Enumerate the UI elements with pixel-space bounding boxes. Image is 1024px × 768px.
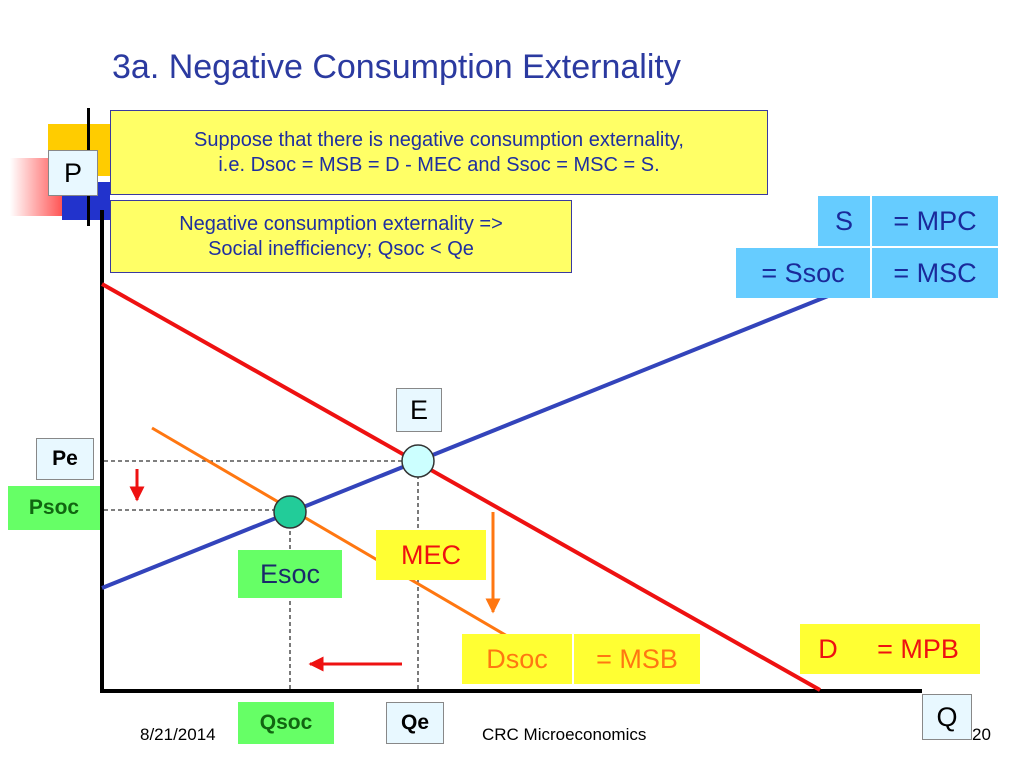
equilibrium-esoc-point xyxy=(273,495,307,529)
note-externality-definition: Suppose that there is negative consumpti… xyxy=(110,110,768,195)
axis-y-label: P xyxy=(48,150,98,196)
note1-line1: Suppose that there is negative consumpti… xyxy=(194,128,684,151)
dsoc-label: Dsoc xyxy=(462,634,572,684)
demand-line xyxy=(101,282,821,692)
supply-label-mpc: = MPC xyxy=(872,196,998,246)
note2-line1: Negative consumption externality => xyxy=(179,212,503,235)
dsoc-line xyxy=(151,426,549,662)
demand-label-d: D xyxy=(800,624,856,674)
supply-label-ssoc: = Ssoc xyxy=(736,248,870,298)
price-pe-label: Pe xyxy=(36,438,94,480)
footer-center: CRC Microeconomics xyxy=(482,725,647,744)
note-inefficiency: Negative consumption externality => Soci… xyxy=(110,200,572,273)
quantity-qsoc-label: Qsoc xyxy=(238,702,334,744)
equilibrium-esoc-label: Esoc xyxy=(238,550,342,598)
supply-label-msc: = MSC xyxy=(872,248,998,298)
axis-x-label: Q xyxy=(922,694,972,740)
supply-label-s: S xyxy=(818,196,870,246)
footer-page-number: 20 xyxy=(972,725,991,744)
note1-line2: i.e. Dsoc = MSB = D - MEC and Ssoc = MSC… xyxy=(218,153,660,176)
footer-date: 8/21/2014 xyxy=(140,725,216,744)
equilibrium-e-point xyxy=(401,444,435,478)
quantity-qe-label: Qe xyxy=(386,702,444,744)
msb-label: = MSB xyxy=(574,634,700,684)
slide-title: 3a. Negative Consumption Externality xyxy=(112,48,681,86)
note2-line2: Social inefficiency; Qsoc < Qe xyxy=(208,237,474,260)
supply-line xyxy=(101,290,839,590)
price-psoc-label: Psoc xyxy=(8,486,100,530)
equilibrium-e-label: E xyxy=(396,388,442,432)
mec-label: MEC xyxy=(376,530,486,580)
demand-label-mpb: = MPB xyxy=(856,624,980,674)
